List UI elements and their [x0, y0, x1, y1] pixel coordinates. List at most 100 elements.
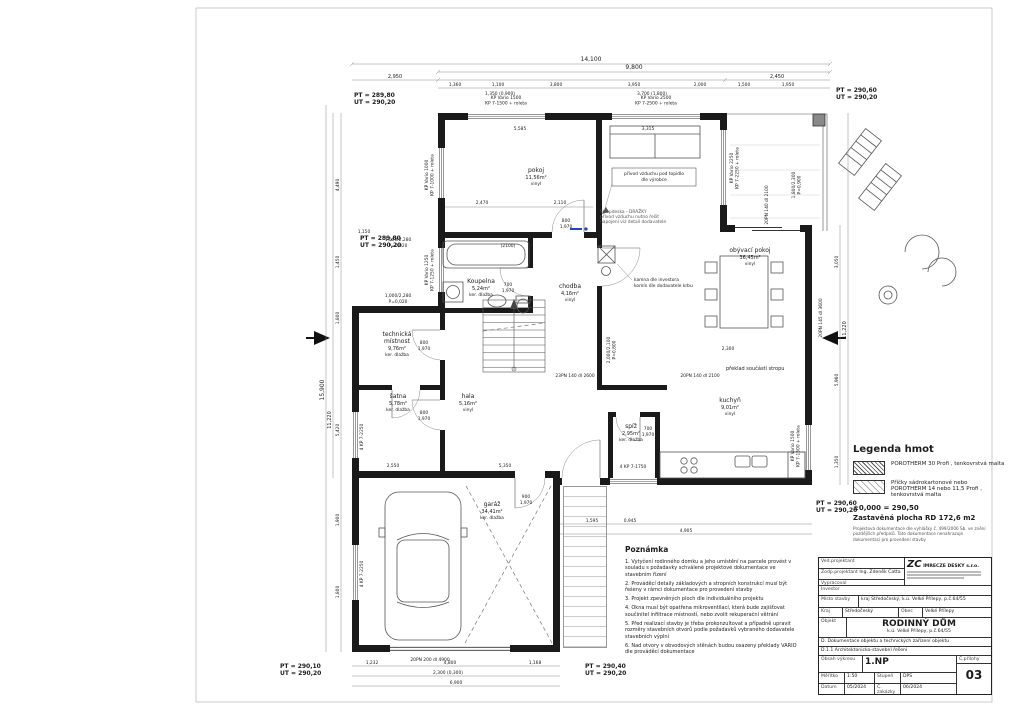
- dim-label: 2,000: [694, 82, 707, 88]
- annotation: přívod vzduchu pod topidlo: [624, 170, 684, 177]
- titleblock-label: Místo stavby: [819, 596, 859, 607]
- annotation: přívod vzduchu nutno řešit: [600, 213, 659, 220]
- door-size: 1,970: [502, 288, 515, 294]
- dim-label: 4,800: [444, 660, 457, 666]
- titleblock-label: Č. zakázky: [875, 684, 901, 694]
- titleblock-label: Měřítko: [819, 673, 845, 683]
- opening-spec: 1,000/2,280: [385, 293, 412, 299]
- titleblock-label: Stupeň: [875, 673, 901, 683]
- titleblock-label: Objekt: [819, 618, 847, 637]
- dim-label: 3,950: [628, 82, 641, 88]
- door-size: 700: [644, 426, 653, 432]
- dim-label: 1,900: [335, 514, 341, 527]
- note-item: 6. Nad otvory v obvodových stěnách budou…: [625, 642, 797, 656]
- elevation-label: PT = 289,80: [354, 92, 395, 99]
- dim-label: 1,950: [782, 82, 795, 88]
- elevation-label: PT = 289,80: [360, 235, 401, 242]
- dim-label: 1,350: [834, 456, 840, 469]
- door-size: 800: [562, 218, 571, 224]
- elevation-label: UT = 290,20: [816, 507, 857, 514]
- room-name: technická: [383, 331, 412, 338]
- notes-block: Poznámka 1. Vytyčení rodinného domku a j…: [625, 545, 803, 658]
- dim-label: 5,420: [335, 424, 341, 437]
- company-logo: ZC: [907, 559, 922, 570]
- dim-label: 2,550: [387, 463, 400, 469]
- lintel-label: 23PN 140 dl 2600: [555, 373, 594, 379]
- window-label: KP Vario 2500: [641, 95, 672, 101]
- room-name: obývací pokoj: [729, 247, 771, 254]
- window-label: KP 7-1000 + roleta: [430, 154, 436, 196]
- room-area: 2,95m²: [622, 431, 640, 437]
- window-label: KP 7-1500 + roleta: [485, 101, 527, 107]
- entrance-walkway: [563, 486, 607, 648]
- room-floor: vinyl: [725, 411, 735, 417]
- dimension-labels: 14,100 9,800 2,950 2,450 1,360 1,100 3,8…: [319, 56, 848, 686]
- annotations: přívod vzduchu pod topidlo dle výrobce S…: [600, 167, 784, 372]
- window-label: KP 7-1250 + roleta: [430, 249, 436, 291]
- dim-label: 1,350 (0,900): [485, 91, 515, 97]
- door-size: 1,970: [560, 224, 573, 230]
- washbasin: [487, 294, 507, 308]
- municipality: Velké Přílepy: [925, 609, 955, 614]
- opening-spec: P=0,020: [389, 299, 408, 305]
- dim-label: (2100): [501, 243, 516, 249]
- bathroom-fixtures: [442, 240, 531, 314]
- dim-label: 15,900: [319, 379, 326, 400]
- dim-label: 11,220: [842, 321, 848, 339]
- door-size: 900: [522, 494, 531, 500]
- windows-openings: [352, 113, 812, 600]
- title-block: Ved.projektant Zodp.projektant Ing. Zden…: [818, 557, 992, 695]
- annotation: komín dle dodavatele krbu: [634, 282, 693, 289]
- titleblock-label: Datum: [819, 684, 845, 694]
- door-size: 1,970: [418, 416, 431, 422]
- dim-label: 5,350: [499, 463, 512, 469]
- elevation-label: UT = 290,20: [585, 670, 626, 677]
- note-item: 1. Vytyčení rodinného domku a jeho umíst…: [625, 558, 792, 578]
- dim-label: 4,905: [680, 528, 693, 534]
- elevation-label: PT = 290,40: [585, 663, 626, 670]
- titleblock-label: Kraj: [819, 608, 843, 617]
- terrace-column: [812, 113, 826, 127]
- door-size: 1,970: [520, 500, 533, 506]
- dim-label: 0,945: [624, 518, 637, 524]
- annotation: překlad součástí stropu: [726, 365, 784, 372]
- dim-label: 3,800: [550, 82, 563, 88]
- drawing-name: 1.NP: [865, 657, 889, 667]
- annotation: dle výrobce: [641, 176, 667, 183]
- opening-spec: 1,800/2,300: [791, 171, 797, 198]
- legend-swatch-porotherm30: [853, 461, 885, 475]
- room-name: pokoj: [528, 167, 544, 174]
- elevation-label: PT = 290,60: [836, 87, 877, 94]
- doc-section: D. Dokumentace objektu a technických zař…: [821, 639, 950, 644]
- titleblock-label: Obsah výkresu: [819, 656, 863, 673]
- opening-spec: P=0,800: [612, 340, 618, 359]
- titleblock-label: Obec: [899, 608, 923, 617]
- opening-spec: P=0,900: [797, 175, 803, 194]
- titleblock-label: Vypracoval: [821, 581, 847, 585]
- elevation-label: UT = 290,20: [836, 94, 877, 101]
- dim-label: 2,300: [722, 346, 735, 352]
- company-fine-print: [907, 574, 981, 576]
- note-item: 3. Projekt zpevněných ploch dle individu…: [625, 596, 764, 603]
- window-label: KP 7-2500 + roleta: [635, 101, 677, 107]
- room-name: spíž: [625, 423, 637, 430]
- fireplace: [597, 245, 616, 264]
- washing-machine: [442, 281, 464, 303]
- titleblock-label: Zodp.projektant: [821, 570, 858, 575]
- titleblock-label: Č.přílohy: [957, 656, 991, 664]
- responsible-designer: Ing. Zdeněk Catta: [859, 570, 901, 575]
- note-item: 2. Prováděcí detaily základových a strop…: [625, 580, 788, 594]
- room-area: 4,16m²: [561, 291, 579, 297]
- elevation-label: UT = 290,20: [360, 242, 401, 249]
- room-area: 36,45m²: [739, 255, 760, 261]
- dim-label: 5,585: [514, 126, 527, 132]
- room-floor: vinyl: [531, 181, 541, 187]
- project-subtitle: k.ú. Velké Přílepy, p.č.64/55: [887, 629, 951, 634]
- annotation: napojení viz detail dodavatele: [600, 218, 666, 225]
- titleblock-label: Investor: [821, 587, 840, 592]
- lintel-label: 4 KP 7-2250: [359, 560, 365, 587]
- elevation-label: PT = 290,60: [816, 500, 857, 507]
- room-name: Koupelna: [467, 278, 495, 285]
- door-size: 800: [420, 410, 429, 416]
